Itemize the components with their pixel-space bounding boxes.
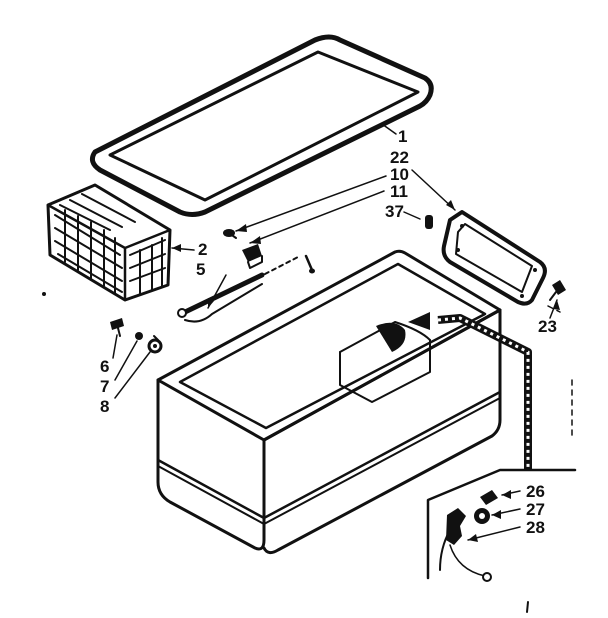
hinge-bracket-part (242, 244, 263, 269)
clip-part (425, 215, 433, 229)
callout-1: 1 (398, 127, 407, 146)
callout-10: 10 (390, 165, 409, 184)
lid-part (89, 34, 434, 217)
callout-11: 11 (390, 182, 408, 201)
washer-part (135, 332, 143, 340)
leader-arrowheads (172, 200, 560, 542)
wire-basket-part (46, 183, 172, 302)
callout-6: 6 (100, 357, 109, 376)
control-panel (426, 468, 577, 582)
control-knob-part (480, 490, 498, 505)
callout-26: 26 (526, 482, 545, 501)
stray-dot (42, 292, 46, 296)
nut-part (147, 335, 163, 354)
callout-28: 28 (526, 518, 545, 537)
callout-8: 8 (100, 397, 109, 416)
callout-7: 7 (100, 377, 109, 396)
callout-5: 5 (196, 260, 205, 279)
dashed-guide (547, 305, 573, 441)
thermostat-part (474, 508, 490, 524)
screw-6-part (110, 318, 124, 337)
callout-37: 37 (385, 202, 404, 221)
rod-screw-part (304, 254, 315, 274)
freezer-cabinet (156, 249, 502, 555)
callout-2: 2 (198, 240, 207, 259)
callout-27: 27 (526, 500, 545, 519)
cover-plate-part (441, 210, 547, 306)
screw-part (223, 229, 237, 239)
hinge-rod-part (177, 255, 301, 323)
callout-22: 22 (390, 148, 409, 167)
refrigerant-tube (408, 312, 532, 470)
stray-tick (526, 601, 529, 613)
screw-23-part (549, 280, 566, 301)
callout-23: 23 (538, 317, 557, 336)
